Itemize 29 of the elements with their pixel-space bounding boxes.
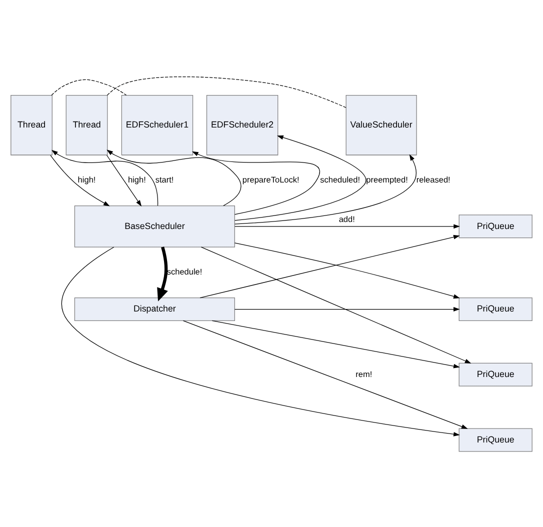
arrow xyxy=(234,154,417,224)
node-box: PriQueue xyxy=(458,214,532,238)
arrow xyxy=(106,149,242,206)
node-box: Thread xyxy=(66,94,108,155)
arrow xyxy=(234,224,460,228)
node-box: PriQueue xyxy=(458,297,532,320)
arrow xyxy=(50,154,110,206)
arrow xyxy=(234,134,366,220)
arrow xyxy=(212,320,460,368)
node-box: Dispatcher xyxy=(74,297,235,320)
arrow xyxy=(234,306,460,311)
node-box: Thread xyxy=(10,94,52,155)
arrow xyxy=(200,246,472,364)
arrow xyxy=(200,234,460,298)
node-box: BaseScheduler xyxy=(74,204,235,247)
connector xyxy=(51,78,127,96)
node-box: PriQueue xyxy=(458,362,532,386)
arrow xyxy=(157,246,168,301)
connector xyxy=(106,76,346,108)
arrow xyxy=(62,246,460,436)
arrow xyxy=(51,149,158,206)
node-box: EDFScheduler1 xyxy=(121,94,194,155)
node-box: ValueScheduler xyxy=(346,94,417,155)
arrow xyxy=(234,242,460,298)
node-box: EDFScheduler2 xyxy=(206,94,278,155)
arrow xyxy=(182,320,468,428)
node-box: PriQueue xyxy=(458,428,532,452)
arrow xyxy=(192,150,320,214)
arrow xyxy=(106,154,142,206)
